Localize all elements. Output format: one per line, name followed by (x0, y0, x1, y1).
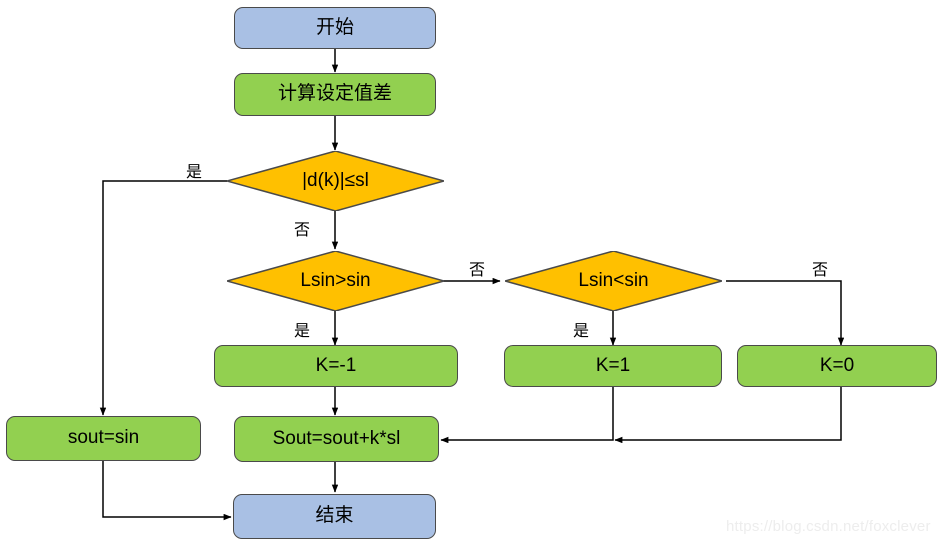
edge-label-decision2-yes: 是 (294, 323, 311, 340)
node-sout-update-label: Sout=sout+k*sl (272, 427, 401, 449)
node-end-label: 结束 (315, 505, 354, 527)
decision-diamond-shape (505, 251, 722, 311)
edge-label-decision2-no: 否 (469, 262, 486, 279)
node-compute-diff[interactable]: 计算设定值差 (234, 73, 436, 116)
node-k-zero-label: K=0 (819, 354, 855, 376)
edge-label-decision3-yes: 是 (573, 323, 590, 340)
node-sout-update[interactable]: Sout=sout+k*sl (234, 416, 439, 462)
node-decision-abs-dk[interactable]: |d(k)|≤sl (227, 151, 444, 211)
node-sout-equals-sin-label: sout=sin (67, 427, 140, 449)
node-k-positive-one-label: K=1 (595, 354, 631, 376)
node-decision-lsin-gt[interactable]: Lsin>sin (227, 251, 444, 311)
edge-label-decision1-yes: 是 (186, 164, 203, 181)
edge-label-decision1-no: 否 (294, 222, 311, 239)
node-k-negative-one[interactable]: K=-1 (214, 345, 458, 387)
node-decision-lsin-lt[interactable]: Lsin<sin (505, 251, 722, 311)
edge-label-decision3-no: 否 (812, 262, 829, 279)
node-start[interactable]: 开始 (234, 7, 436, 49)
node-k-zero[interactable]: K=0 (737, 345, 937, 387)
node-end[interactable]: 结束 (233, 494, 436, 539)
decision-diamond-shape (227, 251, 444, 311)
node-compute-diff-label: 计算设定值差 (277, 83, 392, 105)
node-k-negative-one-label: K=-1 (315, 354, 357, 376)
node-k-positive-one[interactable]: K=1 (504, 345, 722, 387)
decision-diamond-shape (227, 151, 444, 211)
node-sout-equals-sin[interactable]: sout=sin (6, 416, 201, 461)
node-start-label: 开始 (315, 16, 354, 38)
watermark-text: https://blog.csdn.net/foxclever (726, 518, 931, 535)
